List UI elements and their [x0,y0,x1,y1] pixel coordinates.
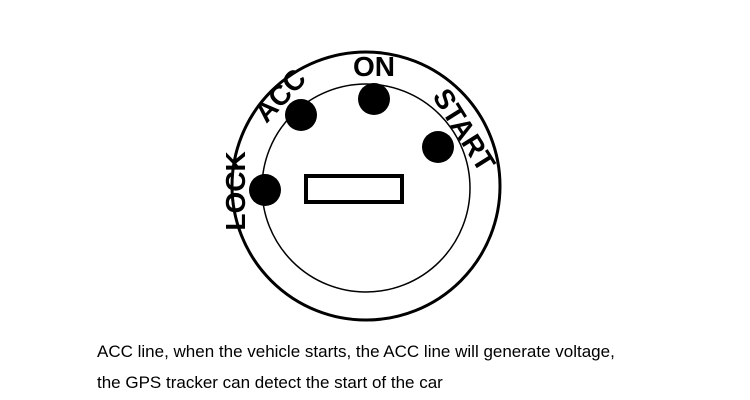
outer-ring [230,50,502,322]
caption-line-1: ACC line, when the vehicle starts, the A… [97,342,615,361]
caption-line-2: the GPS tracker can detect the start of … [97,373,443,392]
ignition-switch-diagram: LOCK ACC ON START [220,50,502,322]
start-position-dot [422,131,454,163]
on-position-dot [358,83,390,115]
on-label: ON [353,51,395,82]
lock-label: LOCK [220,151,251,230]
lock-position-dot [249,174,281,206]
acc-position-dot [285,99,317,131]
key-slot [304,174,404,204]
